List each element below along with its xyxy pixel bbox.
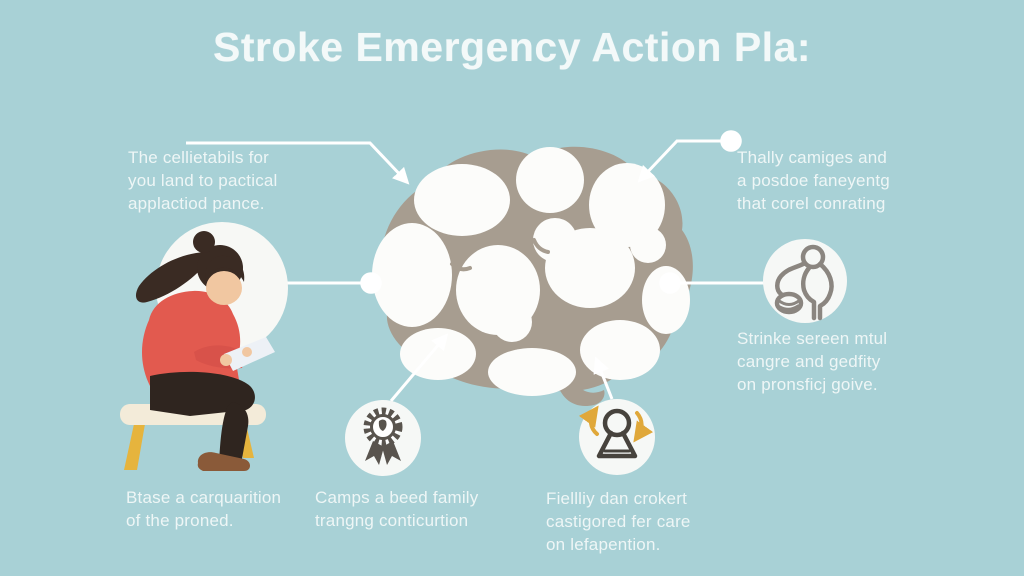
text-block-bottom-mid-right: Fiellliy dan crokert castigored fer care… [546, 487, 736, 556]
connector-top-left [186, 141, 410, 185]
ponytail [135, 252, 206, 303]
keyhole-rotation-icon [578, 399, 655, 475]
hand [242, 347, 252, 357]
page-title: Stroke Emergency Action Pla: [212, 24, 812, 70]
award-ribbon-badge-icon [345, 400, 421, 476]
woman-reading-illustration [120, 222, 288, 471]
connector-bottom-right [593, 356, 614, 400]
hair-bun [193, 231, 215, 253]
face [206, 271, 242, 305]
text-block-bottom-mid-left: Camps a beed family trangng conticurtion [315, 486, 515, 532]
pants-shin [219, 402, 249, 464]
text-line: applactiod pance. [128, 194, 265, 213]
brain-lobes [372, 147, 690, 396]
connector-top-right [637, 130, 742, 183]
pants-thigh [150, 371, 255, 416]
text-line: that corel conrating [737, 194, 886, 213]
text-block-bottom-left: Btase a carquarition of the proned. [126, 486, 326, 532]
text-line: on pronsficj goive. [737, 375, 878, 394]
text-line: you land to pactical [128, 171, 278, 190]
brain-sulci-marks [450, 238, 550, 272]
text-line: Camps a beed family [315, 488, 479, 507]
text-block-right: Strinke sereen mtul cangre and gedfity o… [737, 327, 937, 396]
text-line: Thally camiges and [737, 148, 888, 167]
text-line: castigored fer care [546, 512, 691, 531]
hand [220, 354, 232, 366]
text-line: trangng conticurtion [315, 511, 469, 530]
text-line: Btase a carquarition [126, 488, 282, 507]
text-line: of the proned. [126, 511, 234, 530]
text-line: cangre and gedfity [737, 352, 881, 371]
hair-fringe [205, 255, 245, 284]
text-line: Strinke sereen mtul [737, 329, 888, 348]
text-line: The cellietabils for [128, 148, 270, 167]
text-line: a posdoe faneyentg [737, 171, 890, 190]
text-line: on lefapention. [546, 535, 661, 554]
connector-bottom-left [389, 333, 449, 402]
text-block-top-right: Thally camiges and a posdoe faneyentg th… [737, 146, 937, 215]
shirt [142, 290, 241, 386]
text-block-top-left: The cellietabils for you land to pactica… [128, 146, 318, 215]
text-line: Fiellliy dan crokert [546, 489, 687, 508]
brain-illustration [372, 146, 693, 407]
shoe [197, 452, 250, 471]
person-with-ball-icon [763, 239, 847, 323]
